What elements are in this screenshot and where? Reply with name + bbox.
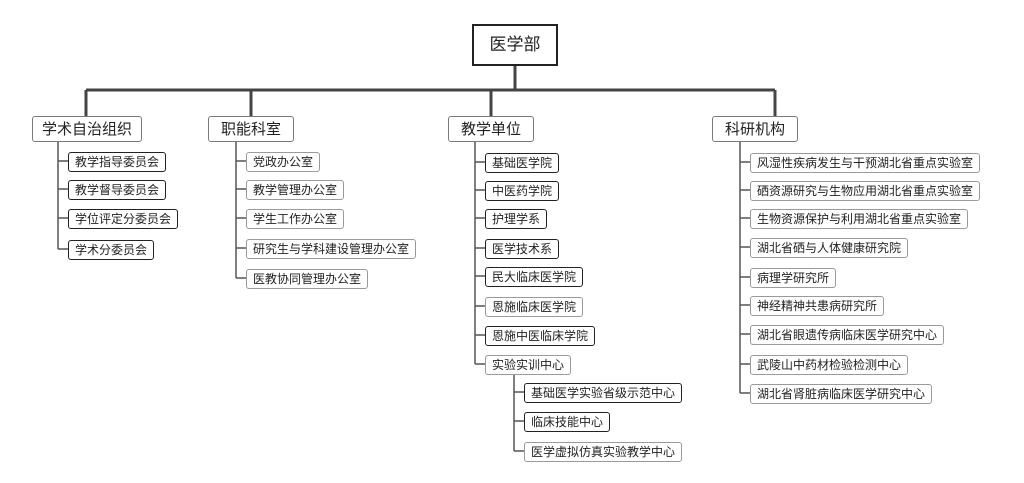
academic-item: 学位评定分委员会	[68, 209, 179, 229]
research-item: 生物资源保护与利用湖北省重点实验室	[750, 209, 969, 229]
academic-item: 教学指导委员会	[68, 152, 167, 172]
teaching-item: 基础医学院	[485, 153, 560, 173]
research-item: 风湿性疾病发生与干预湖北省重点实验室	[750, 153, 981, 173]
functional-item: 学生工作办公室	[246, 209, 345, 229]
root-node: 医学部	[472, 24, 558, 66]
research-item: 神经精神共患病研究所	[750, 296, 885, 316]
research-item: 病理学研究所	[750, 268, 837, 288]
teaching-item: 恩施临床医学院	[485, 297, 584, 317]
research-item: 湖北省硒与人体健康研究院	[750, 238, 909, 258]
teaching-item: 民大临床医学院	[485, 267, 584, 287]
teaching-item: 中医药学院	[485, 181, 560, 201]
functional-item: 研究生与学科建设管理办公室	[246, 239, 417, 259]
lab-center-item: 医学虚拟仿真实验教学中心	[524, 442, 683, 462]
functional-item: 教学管理办公室	[246, 180, 345, 200]
academic-item: 学术分委员会	[68, 240, 155, 260]
lab-center-item: 基础医学实验省级示范中心	[524, 383, 683, 403]
category-academic: 学术自治组织	[32, 116, 142, 142]
functional-item: 医教协同管理办公室	[246, 269, 369, 289]
research-item: 湖北省眼遗传病临床医学研究中心	[750, 325, 945, 345]
teaching-item: 护理学系	[485, 209, 548, 229]
category-research: 科研机构	[712, 116, 798, 142]
category-teaching: 教学单位	[448, 116, 534, 142]
lab-center-item: 临床技能中心	[524, 412, 611, 432]
research-item: 武陵山中药材检验检测中心	[750, 355, 909, 375]
academic-item: 教学督导委员会	[68, 180, 167, 200]
research-item: 湖北省肾脏病临床医学研究中心	[750, 384, 933, 404]
category-functional: 职能科室	[208, 116, 294, 142]
teaching-item: 医学技术系	[485, 239, 560, 259]
teaching-item: 实验实训中心	[485, 355, 572, 375]
functional-item: 党政办公室	[246, 152, 321, 172]
teaching-item: 恩施中医临床学院	[485, 326, 596, 346]
research-item: 硒资源研究与生物应用湖北省重点实验室	[750, 181, 981, 201]
